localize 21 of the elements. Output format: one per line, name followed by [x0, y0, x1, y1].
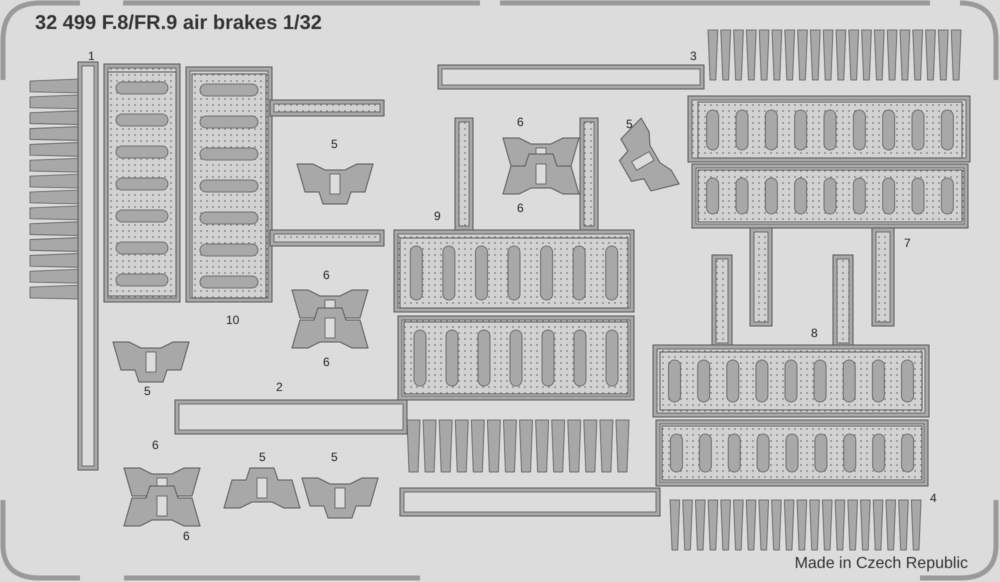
part-number: 5: [259, 451, 266, 463]
part-number: 6: [323, 269, 330, 281]
part-number: 6: [517, 202, 524, 214]
part-number: 5: [331, 451, 338, 463]
part-number: 9: [434, 210, 441, 222]
part-number: 5: [144, 385, 151, 397]
part-number: 1: [88, 50, 95, 62]
part-number: 10: [226, 314, 240, 326]
part-number: 6: [517, 116, 524, 128]
part-number: 5: [626, 118, 633, 130]
part-number: 4: [930, 492, 937, 504]
part-number: 6: [323, 356, 330, 368]
part-number: 5: [331, 138, 338, 150]
part-number: 6: [183, 530, 190, 542]
part-number: 2: [276, 381, 283, 393]
fret-title: 32 499 F.8/FR.9 air brakes 1/32: [35, 11, 322, 36]
part-number: 7: [904, 237, 911, 249]
part-number: 8: [811, 327, 818, 339]
part-number: 6: [152, 439, 159, 451]
part-number: 3: [690, 50, 697, 62]
origin-note: Made in Czech Republic: [794, 554, 968, 574]
